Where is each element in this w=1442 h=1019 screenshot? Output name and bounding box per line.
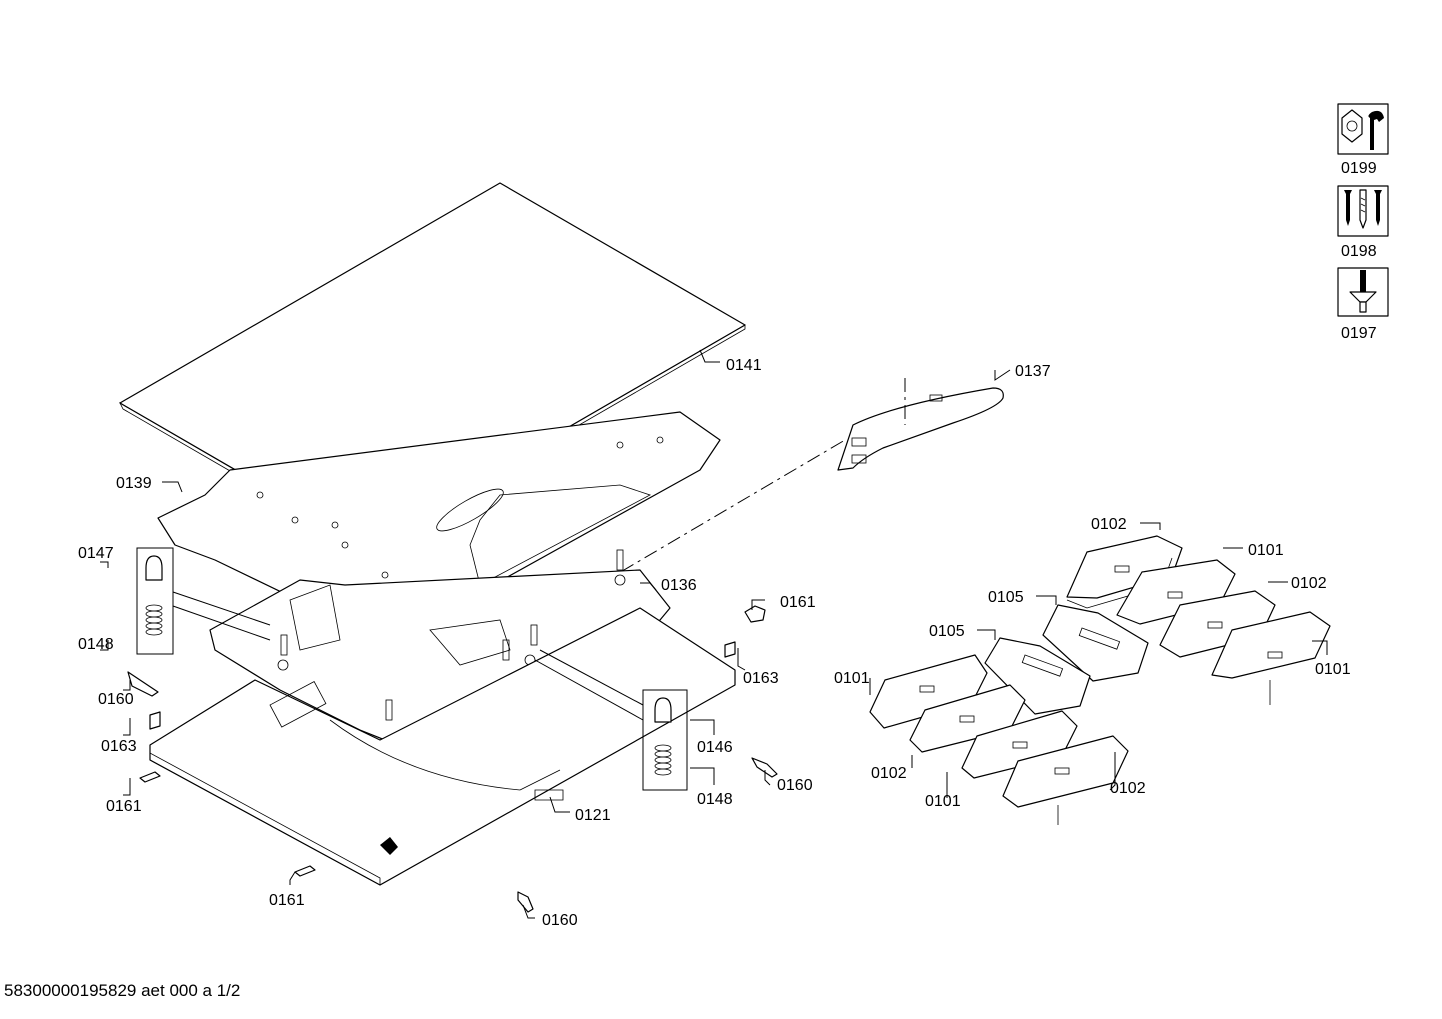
label-0105-mid: 0105 (929, 623, 965, 640)
label-0137: 0137 (1015, 363, 1051, 380)
clip-0161-top[interactable] (744, 605, 766, 623)
springs-on-frame (280, 549, 624, 721)
clip-0160-left[interactable] (127, 671, 159, 697)
part-labels: 0141 0137 0139 0147 0148 0136 0161 0163 … (78, 357, 1351, 929)
label-0160-left: 0160 (98, 691, 134, 708)
tool-0197[interactable]: 0197 (1337, 267, 1389, 342)
label-0161-left: 0161 (106, 798, 142, 815)
coil-0101-left[interactable] (869, 654, 988, 729)
label-0101-left: 0101 (834, 670, 870, 687)
coil-0102-left[interactable] (909, 684, 1026, 753)
coil-0101-right-top[interactable] (1116, 559, 1236, 625)
label-0163-right: 0163 (743, 670, 779, 687)
tool-0198[interactable]: 0198 (1337, 185, 1389, 260)
screws-icon (1344, 189, 1382, 229)
coil-0102-bottom[interactable] (1002, 735, 1129, 825)
tool-0199[interactable]: 0199 (1337, 103, 1389, 177)
clip-0160-right[interactable] (751, 757, 778, 778)
clip-0163-right[interactable] (724, 641, 736, 658)
clip-0161-left[interactable] (139, 771, 161, 783)
label-0121: 0121 (575, 807, 611, 824)
induction-coils (869, 535, 1331, 825)
label-0101-top: 0101 (1248, 542, 1284, 559)
label-0160-right: 0160 (777, 777, 813, 794)
bracket-part[interactable] (837, 378, 1004, 471)
base-housing-part[interactable] (149, 607, 736, 886)
tool-label-0198: 0198 (1341, 243, 1377, 260)
label-0160-bottom: 0160 (542, 912, 578, 929)
label-0163-left: 0163 (101, 738, 137, 755)
label-0141: 0141 (726, 357, 762, 374)
spring-assembly-left[interactable] (136, 547, 271, 655)
clip-0160-bottom[interactable] (517, 891, 534, 913)
coil-0102-right-mid[interactable] (1159, 590, 1276, 658)
label-0148-left: 0148 (78, 636, 114, 653)
label-0136: 0136 (661, 577, 697, 594)
nut-wrench-icon (1341, 109, 1384, 150)
coil-0105-mid[interactable] (984, 637, 1091, 715)
screwdriver-icon (1349, 270, 1377, 313)
label-0139: 0139 (116, 475, 152, 492)
clip-0161-bottom[interactable] (294, 865, 316, 877)
label-0102-right: 0102 (1291, 575, 1327, 592)
label-0146: 0146 (697, 739, 733, 756)
label-0105-top: 0105 (988, 589, 1024, 606)
label-0102-left: 0102 (871, 765, 907, 782)
spring-assembly-right[interactable] (534, 649, 688, 791)
leader-lines (100, 349, 1328, 919)
coil-0101-right-bottom[interactable] (1211, 611, 1331, 705)
label-0101-bottom: 0101 (925, 793, 961, 810)
clip-0163-left[interactable] (149, 711, 161, 730)
coil-0101-bottom[interactable] (961, 710, 1078, 779)
tool-label-0197: 0197 (1341, 325, 1377, 342)
label-0161-bottom: 0161 (269, 892, 305, 909)
tool-label-0199: 0199 (1341, 160, 1377, 177)
label-0102-top: 0102 (1091, 516, 1127, 533)
document-footer-id: 58300000195829 aet 000 a 1/2 (4, 981, 241, 1000)
label-0101-right: 0101 (1315, 661, 1351, 678)
label-0161-top: 0161 (780, 594, 816, 611)
label-0148-right: 0148 (697, 791, 733, 808)
coil-0102-top[interactable] (1066, 535, 1183, 609)
coil-0105-top[interactable] (1042, 604, 1149, 682)
label-0102-bottom: 0102 (1110, 780, 1146, 797)
label-0147: 0147 (78, 545, 114, 562)
